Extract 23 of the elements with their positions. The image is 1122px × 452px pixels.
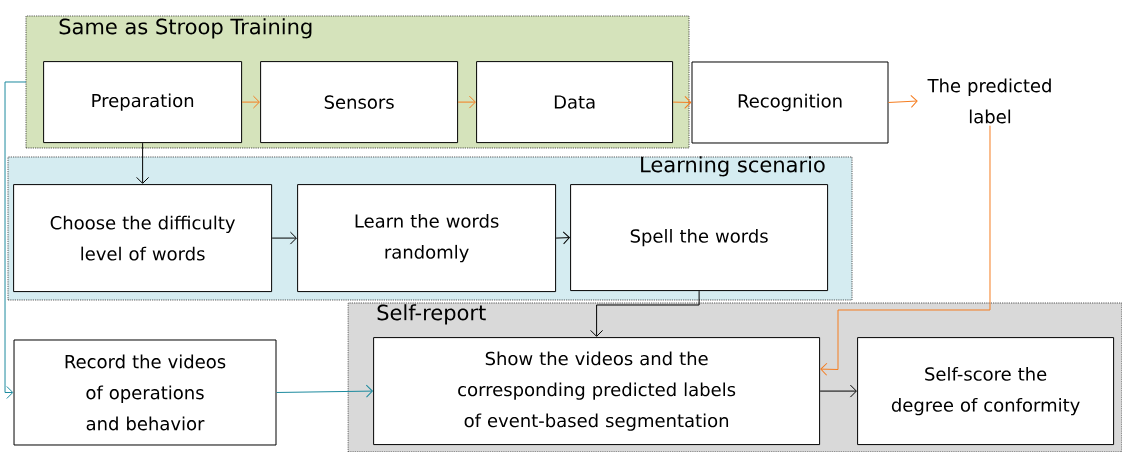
- process-box: Data: [476, 61, 674, 144]
- process-box: Sensors: [260, 61, 459, 144]
- arrow: [672, 95, 692, 109]
- arrow: [590, 290, 700, 337]
- arrow: [819, 384, 857, 398]
- process-box: Spell the words: [570, 184, 829, 292]
- arrow: [555, 231, 570, 245]
- arrow: [276, 384, 373, 398]
- arrow: [457, 95, 476, 109]
- process-box: Choose the difficulty level of words: [13, 184, 273, 293]
- arrow: [4, 81, 27, 399]
- process-box: Self-score the degree of conformity: [857, 337, 1115, 446]
- process-box: Record the videos of operations and behavior: [13, 339, 277, 446]
- process-box: Show the videos and the corresponding predicted labels of event-based segmentation: [373, 337, 821, 446]
- process-box: Recognition: [691, 61, 889, 144]
- arrow: [888, 94, 918, 108]
- arrow: [271, 231, 297, 245]
- arrow: [136, 142, 150, 184]
- arrow: [241, 95, 260, 109]
- arrow: [820, 125, 991, 376]
- process-box: Learn the words randomly: [297, 184, 557, 293]
- process-box: Preparation: [43, 61, 243, 144]
- output-label: The predicted label: [927, 78, 1051, 124]
